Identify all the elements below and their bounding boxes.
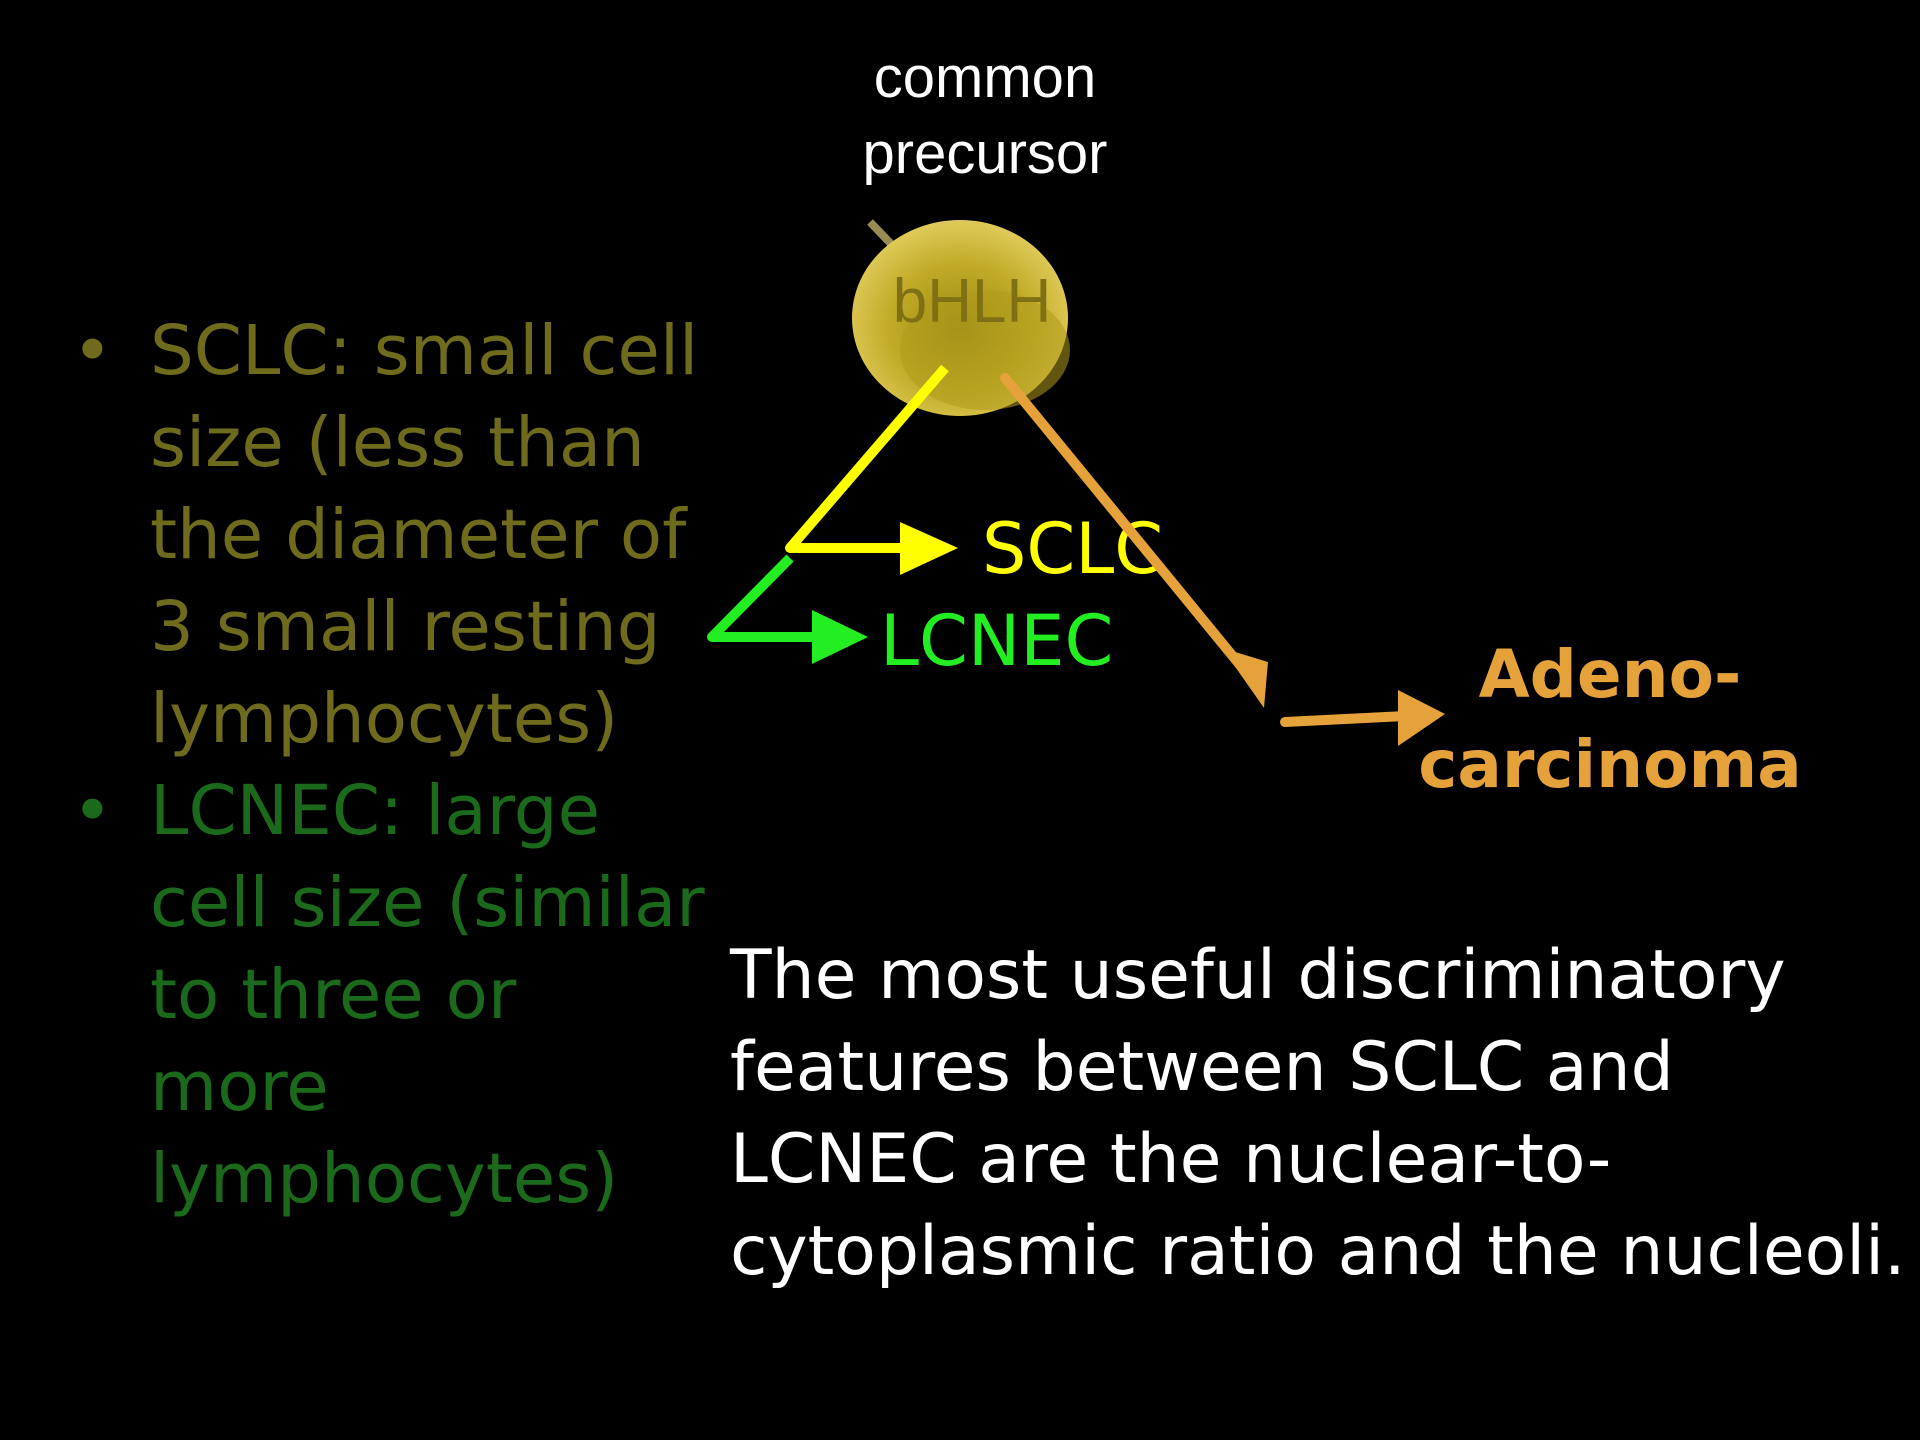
summary-line: cytoplasmic ratio and the nucleoli. bbox=[730, 1212, 1906, 1291]
bullet-lcnec: • LCNEC: large cell size (similar to thr… bbox=[66, 765, 706, 1225]
lcnec-label: LCNEC bbox=[880, 600, 1113, 682]
summary-line: LCNEC are the nuclear-to- bbox=[730, 1120, 1612, 1199]
bullet-line: the diameter of bbox=[150, 495, 687, 575]
bullet-line: size (less than bbox=[150, 403, 645, 483]
common-precursor-label: common precursor bbox=[800, 40, 1170, 192]
bullet-line: more bbox=[150, 1047, 329, 1127]
precursor-label-line-1: common bbox=[873, 45, 1097, 110]
summary-line: features between SCLC and bbox=[730, 1028, 1674, 1107]
sclc-arrow-icon bbox=[900, 522, 958, 575]
adeno-label-line-1: Adeno- bbox=[1478, 636, 1742, 713]
bullet-dot-icon: • bbox=[72, 771, 113, 851]
sclc-label: SCLC bbox=[982, 508, 1163, 590]
summary-line: The most useful discriminatory bbox=[730, 936, 1786, 1015]
adeno-right-arrow-icon bbox=[1398, 690, 1445, 746]
adeno-branch-line bbox=[1000, 373, 1245, 670]
bullet-line: LCNEC: large bbox=[150, 771, 601, 851]
bullet-line: 3 small resting bbox=[150, 587, 661, 667]
bhlh-node-label: bHLH bbox=[893, 267, 1052, 336]
summary-text: The most useful discriminatory features … bbox=[730, 930, 1906, 1298]
adeno-horizontal-line bbox=[1280, 711, 1410, 727]
adeno-label-line-2: carcinoma bbox=[1418, 726, 1802, 803]
lcnec-arrow-icon bbox=[812, 610, 868, 664]
bullet-dot-icon: • bbox=[72, 311, 113, 391]
bhlh-node-inner-icon bbox=[900, 290, 1070, 410]
bullet-line: lymphocytes) bbox=[150, 679, 619, 759]
adenocarcinoma-label: Adeno- carcinoma bbox=[1360, 630, 1860, 810]
lcnec-branch-line bbox=[707, 554, 812, 642]
adeno-down-arrow-icon bbox=[1222, 648, 1268, 708]
sclc-branch-line bbox=[785, 364, 949, 553]
bullet-list: • SCLC: small cell size (less than the d… bbox=[66, 305, 706, 1225]
bullet-line: SCLC: small cell bbox=[150, 311, 699, 391]
bullet-line: lymphocytes) bbox=[150, 1139, 619, 1219]
bullet-line: to three or bbox=[150, 955, 517, 1035]
bullet-line: cell size (similar bbox=[150, 863, 705, 943]
bullet-sclc: • SCLC: small cell size (less than the d… bbox=[66, 305, 706, 765]
precursor-label-line-2: precursor bbox=[862, 121, 1108, 186]
